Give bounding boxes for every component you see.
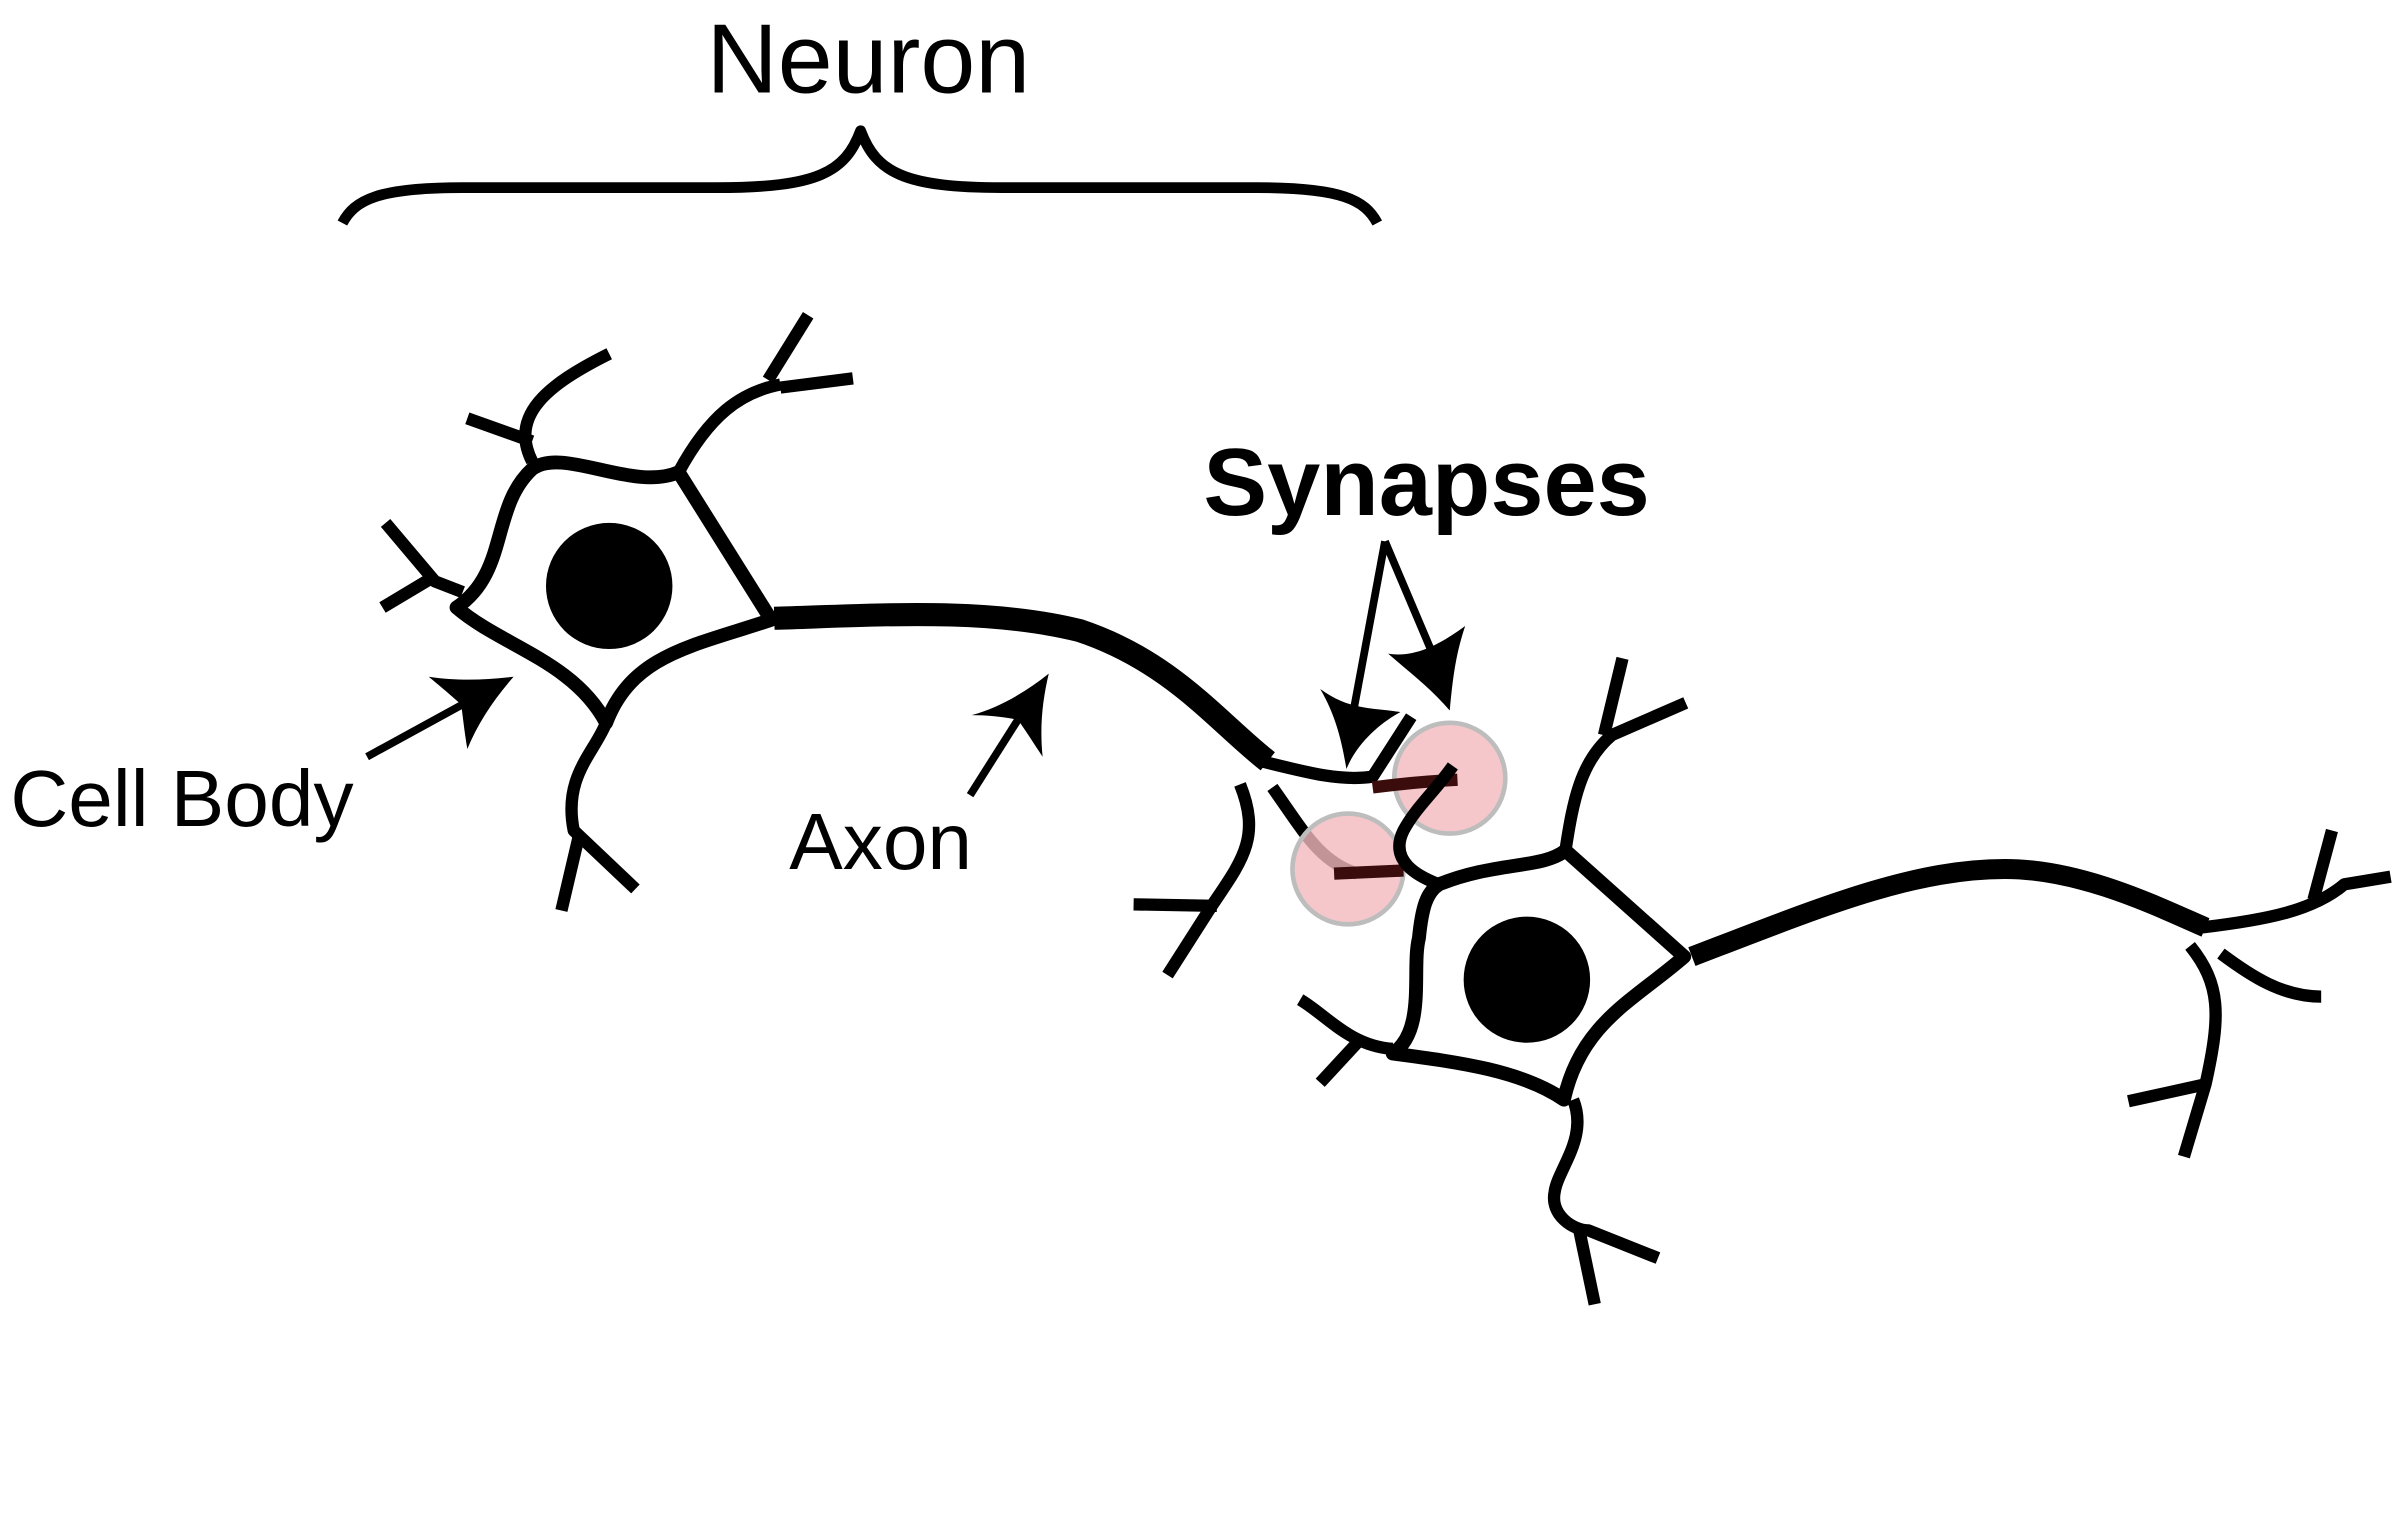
- second-cell-body-outline: [1385, 843, 1692, 1107]
- first-cell-body-outline: [449, 455, 779, 730]
- second-dendrite-upper: [1559, 697, 1689, 852]
- second-axon: [1688, 858, 2210, 966]
- synapses-pointer-left: [1350, 540, 1389, 709]
- cell-body-pointer: [365, 701, 465, 761]
- first-dendrite-upper-right: [673, 378, 782, 476]
- second-dendrite-left: [1296, 994, 1394, 1056]
- synapses-arrowhead-right: [1388, 625, 1466, 711]
- second-axon-terminal-upper: [2201, 870, 2392, 934]
- first-dendrite-bottom: [565, 720, 640, 894]
- first-dendrite-left: [380, 518, 465, 598]
- cell-body-arrowhead: [428, 676, 514, 750]
- neuron-label: Neuron: [706, 3, 1030, 113]
- axon-label: Axon: [789, 797, 972, 886]
- second-nucleus: [1463, 916, 1591, 1043]
- first-axon-terminal-lower: [1162, 782, 1256, 979]
- second-dendrite-bottom: [1547, 1097, 1661, 1264]
- cell-body-label: Cell Body: [10, 754, 353, 843]
- first-neuron: [379, 312, 1417, 979]
- neuron-brace: [337, 125, 1383, 226]
- axon-arrowhead: [971, 673, 1049, 757]
- first-axon: [773, 603, 1275, 771]
- synapse-link-lower: [1333, 864, 1404, 880]
- axon-pointer: [966, 717, 1022, 798]
- first-dendrite-upper-left: [519, 348, 612, 465]
- second-neuron: [1296, 656, 2392, 1306]
- first-nucleus: [545, 522, 673, 650]
- synapses-arrowhead-left: [1320, 689, 1401, 769]
- synapses-pointer-right: [1381, 539, 1435, 653]
- second-axon-terminal-lower: [2177, 942, 2222, 1159]
- synapses-label: Synapses: [1203, 430, 1649, 536]
- first-axon-terminal-upper: [1260, 713, 1417, 785]
